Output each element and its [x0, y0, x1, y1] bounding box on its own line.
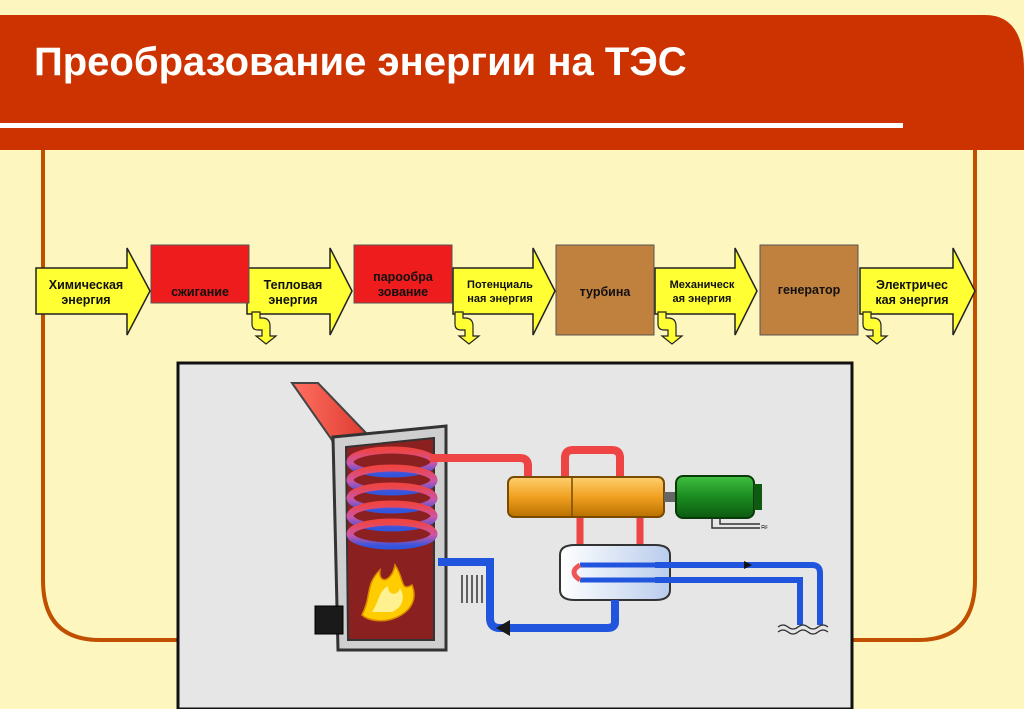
- pump-icon: [496, 620, 510, 636]
- process-box-steam-generation: [353, 244, 453, 304]
- flow-label-combustion: сжигание: [171, 285, 229, 299]
- process-box-combustion: [150, 244, 250, 304]
- steam-pipe-loop: [561, 446, 624, 478]
- flow-label-mechanical-energy: Механическ ая энергия: [669, 279, 735, 305]
- flow-label-chemical-energy: Химическая энергия: [48, 278, 124, 307]
- flow-label-thermal-energy: Тепловая энергия: [263, 278, 323, 307]
- flow-label-electric-energy: Электричес кая энергия: [875, 278, 949, 307]
- flow-label-potential-energy: Потенциаль ная энергия: [467, 279, 533, 305]
- loss-arrow-3: [657, 311, 684, 345]
- condenser: [559, 544, 671, 601]
- header-banner: [0, 15, 1024, 150]
- burner: [314, 605, 344, 635]
- heating-coil-icon: [346, 446, 438, 550]
- flow-processes: [150, 244, 859, 336]
- water-waves-icon: [777, 624, 829, 635]
- cooling-water-direction: [744, 561, 752, 569]
- process-box-generator: [759, 244, 859, 336]
- flame-icon: [361, 563, 415, 622]
- generator: ≈: [675, 475, 768, 533]
- steam-exhaust: [576, 515, 644, 545]
- slide-title: Преобразование энергии на ТЭС: [34, 40, 687, 84]
- loss-arrow-1: [251, 311, 278, 345]
- flow-arrow-chemical-energy: [35, 247, 151, 336]
- flow-label-generator: генератор: [777, 283, 841, 297]
- steam-pipe: [430, 454, 532, 478]
- svg-text:≈: ≈: [760, 522, 768, 533]
- flow-arrow-electric-energy: [859, 247, 976, 336]
- flow-arrows: [35, 247, 976, 336]
- feedwater-heater: [461, 575, 483, 603]
- cooling-water-pipe: [655, 562, 823, 625]
- header-underline: [0, 123, 903, 128]
- power-plant-illustration: ≈: [176, 361, 854, 709]
- flow-arrow-potential-energy: [452, 247, 556, 336]
- loss-arrow-4: [862, 311, 889, 345]
- flow-arrow-thermal-energy: [246, 247, 353, 336]
- loss-arrows: [251, 311, 889, 345]
- flow-label-steam-generation: парообра зование: [373, 270, 433, 299]
- process-box-turbine: [555, 244, 655, 336]
- loss-arrow-2: [454, 311, 481, 345]
- turbine: [507, 476, 678, 518]
- flow-arrow-mechanical-energy: [654, 247, 758, 336]
- flow-label-turbine: турбина: [579, 285, 631, 299]
